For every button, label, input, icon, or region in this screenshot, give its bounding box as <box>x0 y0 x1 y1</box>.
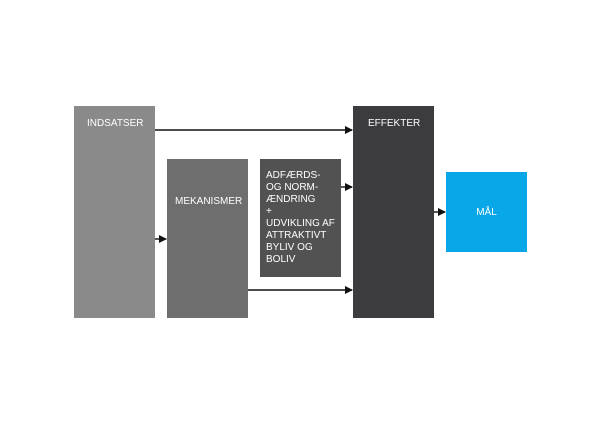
label-line: BOLIV <box>266 254 296 265</box>
label-maal: MÅL <box>476 207 497 218</box>
box-mekanismer: MEKANISMER <box>167 159 248 318</box>
label-line: ÆNDRING <box>266 194 316 205</box>
box-maal: MÅL <box>446 172 527 252</box>
box-effekter: EFFEKTER <box>353 106 434 318</box>
label-line: BYLIV OG <box>266 242 313 253</box>
label-line: ADFÆRDS- <box>266 170 321 181</box>
label-line: ATTRAKTIVT <box>266 230 327 241</box>
label-line: OG NORM- <box>266 182 319 193</box>
box-indsatser: INDSATSER <box>74 106 155 318</box>
label-line: + <box>266 206 272 217</box>
label-effekter: EFFEKTER <box>368 118 421 129</box>
label-indsatser: INDSATSER <box>87 118 144 129</box>
box-adfaerd-og-byliv: ADFÆRDS- OG NORM- ÆNDRING + UDVIKLING AF… <box>260 159 341 277</box>
label-mekanismer: MEKANISMER <box>175 196 243 207</box>
label-adfaerd-og-byliv: ADFÆRDS- OG NORM- ÆNDRING + UDVIKLING AF… <box>266 170 340 266</box>
label-line: UDVIKLING AF <box>266 218 335 229</box>
